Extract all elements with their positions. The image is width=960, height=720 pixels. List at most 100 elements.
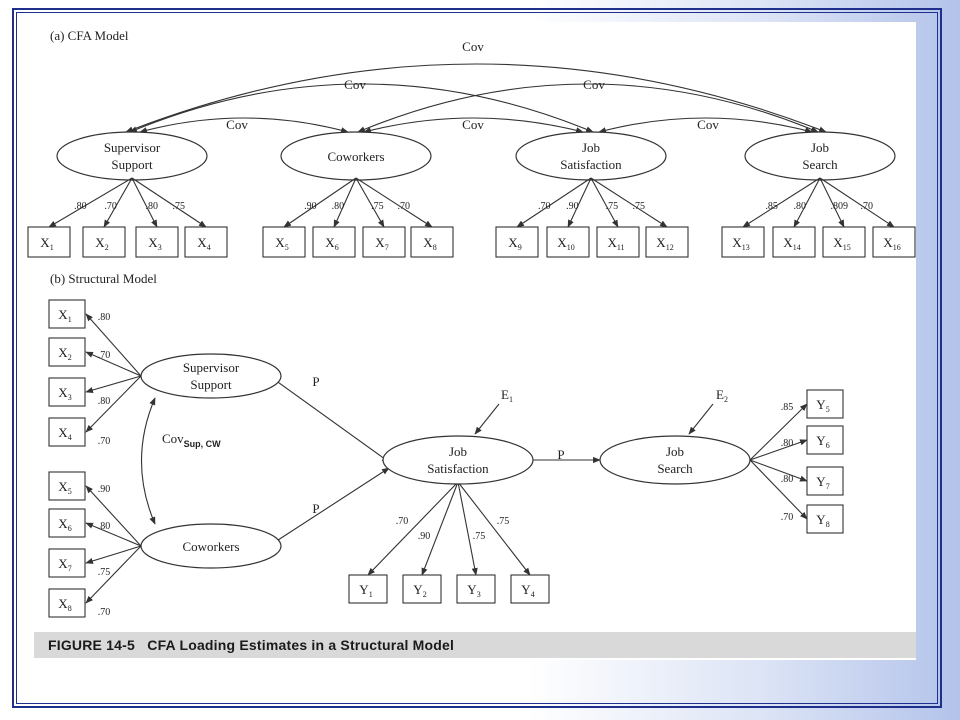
cfa-loading-label: .70 [538,201,551,212]
sm-loading-label: .75 [497,516,510,527]
cfa-indicator-x16 [872,226,916,258]
cfa-loading-arrow [819,177,895,228]
sm-loading-arrow [85,375,142,433]
cfa-indicator-x13 [721,226,765,258]
cfa-indicator-x5-label: X5 [275,235,288,252]
cfa-loading-arrow [131,177,207,228]
sm-indicator-y3 [456,574,496,604]
cfa-indicator-x2-label: X2 [95,235,108,252]
cfa-indicator-x3 [135,226,179,258]
sm-loading-arrow [85,522,142,547]
sm-construct-coworkers-label: Coworkers [182,539,239,554]
cfa-loading-arrow [48,177,133,228]
cfa-indicator-x11-label: X11 [607,235,624,252]
sm-loading-arrow [85,485,142,547]
sm-structural-path [274,467,390,543]
figure-caption: FIGURE 14-5 CFA Loading Estimates in a S… [48,637,455,653]
cfa-covariance-label: Cov [583,77,605,92]
sm-error-arrow [688,403,714,435]
cfa-loading-label: .75 [633,201,646,212]
sm-indicator-y8-label: Y8 [816,512,829,529]
cfa-loading-label: .70 [104,201,117,212]
cfa-covariance-arc [363,117,584,134]
cfa-loading-label: .90 [304,201,317,212]
sm-indicator-y2-label: Y2 [413,582,426,599]
cfa-loading-arrow [590,177,668,228]
sm-indicator-x6-label: X6 [58,516,71,533]
sm-covariance-label: CovSup, CW [162,431,221,449]
cfa-construct-job-satisfaction-label-line1: Job [582,140,600,155]
cfa-indicator-x12-label: X12 [656,235,673,252]
sm-loading-label: .80 [98,521,111,532]
sm-indicator-x3-label: X3 [58,385,71,402]
cfa-indicator-x4 [184,226,228,258]
cfa-loading-arrow [355,177,385,228]
sm-indicator-y4 [510,574,550,604]
cfa-panel-title: (a) CFA Model [50,28,129,43]
structural-model: .80X1.70X2.80X3.70X4.90X5.80X6.75X7.70X8… [48,299,844,618]
cfa-indicator-x2 [82,226,126,258]
cfa-construct-coworkers-label: Coworkers [327,149,384,164]
sm-indicator-y7-label: Y7 [816,474,829,491]
cfa-indicator-x9 [495,226,539,258]
cfa-loading-arrow [283,177,357,228]
cfa-covariance-label: Cov [226,117,248,132]
sm-indicator-x1-label: X1 [58,307,71,324]
sm-structural-path [274,379,390,463]
cfa-loading-label: .75 [606,201,619,212]
cfa-indicator-x3-label: X3 [148,235,161,252]
sm-loading-arrow [457,481,531,576]
cfa-construct-job-satisfaction [515,131,667,181]
cfa-indicator-x11 [596,226,640,258]
sm-indicator-x5-label: X5 [58,479,71,496]
cfa-loading-arrow [516,177,592,228]
sm-path-label: P [557,447,564,462]
cfa-indicator-x9-label: X9 [508,235,521,252]
cfa-construct-job-search [744,131,896,181]
sm-loading-arrow [457,481,478,576]
sm-construct-coworkers [140,523,282,569]
sm-construct-job-satisfaction-label-line2: Satisfaction [427,461,489,476]
sm-indicator-x4 [48,417,86,447]
cfa-loading-label: .75 [371,201,384,212]
cfa-loading-arrow [819,177,845,228]
cfa-construct-supervisor [56,131,208,181]
sm-path-label: P [312,374,319,389]
sm-indicator-y1-label: Y1 [359,582,372,599]
cfa-indicator-x14-label: X14 [783,235,800,252]
sm-loading-arrow [749,403,808,461]
sm-loading-arrow [749,459,808,520]
sm-indicator-y8 [806,504,844,534]
sm-loading-arrow [421,481,459,576]
cfa-covariance-label: Cov [462,117,484,132]
cfa-indicator-x1 [27,226,71,258]
sm-construct-job-satisfaction [382,435,534,485]
cfa-indicator-x10-label: X10 [557,235,574,252]
sm-loading-arrow [85,375,142,394]
cfa-loading-label: .80 [146,201,159,212]
sm-construct-supervisor-label-line2: Support [190,377,232,392]
cfa-indicator-x1-label: X1 [40,235,53,252]
sm-loading-arrow [367,481,459,576]
sm-loading-arrow [749,439,808,461]
sm-indicator-x2 [48,337,86,367]
sm-error-label: E1 [501,387,513,404]
cfa-indicator-x8 [410,226,454,258]
cfa-loading-arrow [793,177,821,228]
sm-indicator-x8 [48,588,86,618]
sm-indicator-y6-label: Y6 [816,433,829,450]
cfa-construct-job-satisfaction-label-line2: Satisfaction [560,157,622,172]
cfa-indicator-x8-label: X8 [423,235,436,252]
cfa-loading-label: .75 [172,201,185,212]
cfa-indicator-x15 [822,226,866,258]
cfa-loading-label: .70 [398,201,411,212]
sm-loading-label: .70 [98,607,111,618]
cfa-loading-arrow [103,177,133,228]
cfa-indicator-x5 [262,226,306,258]
sm-indicator-x6 [48,508,86,538]
sm-indicator-x5 [48,471,86,501]
sm-covariance-arc [140,397,156,525]
cfa-loading-arrow [742,177,821,228]
sm-loading-label: .85 [781,402,794,413]
